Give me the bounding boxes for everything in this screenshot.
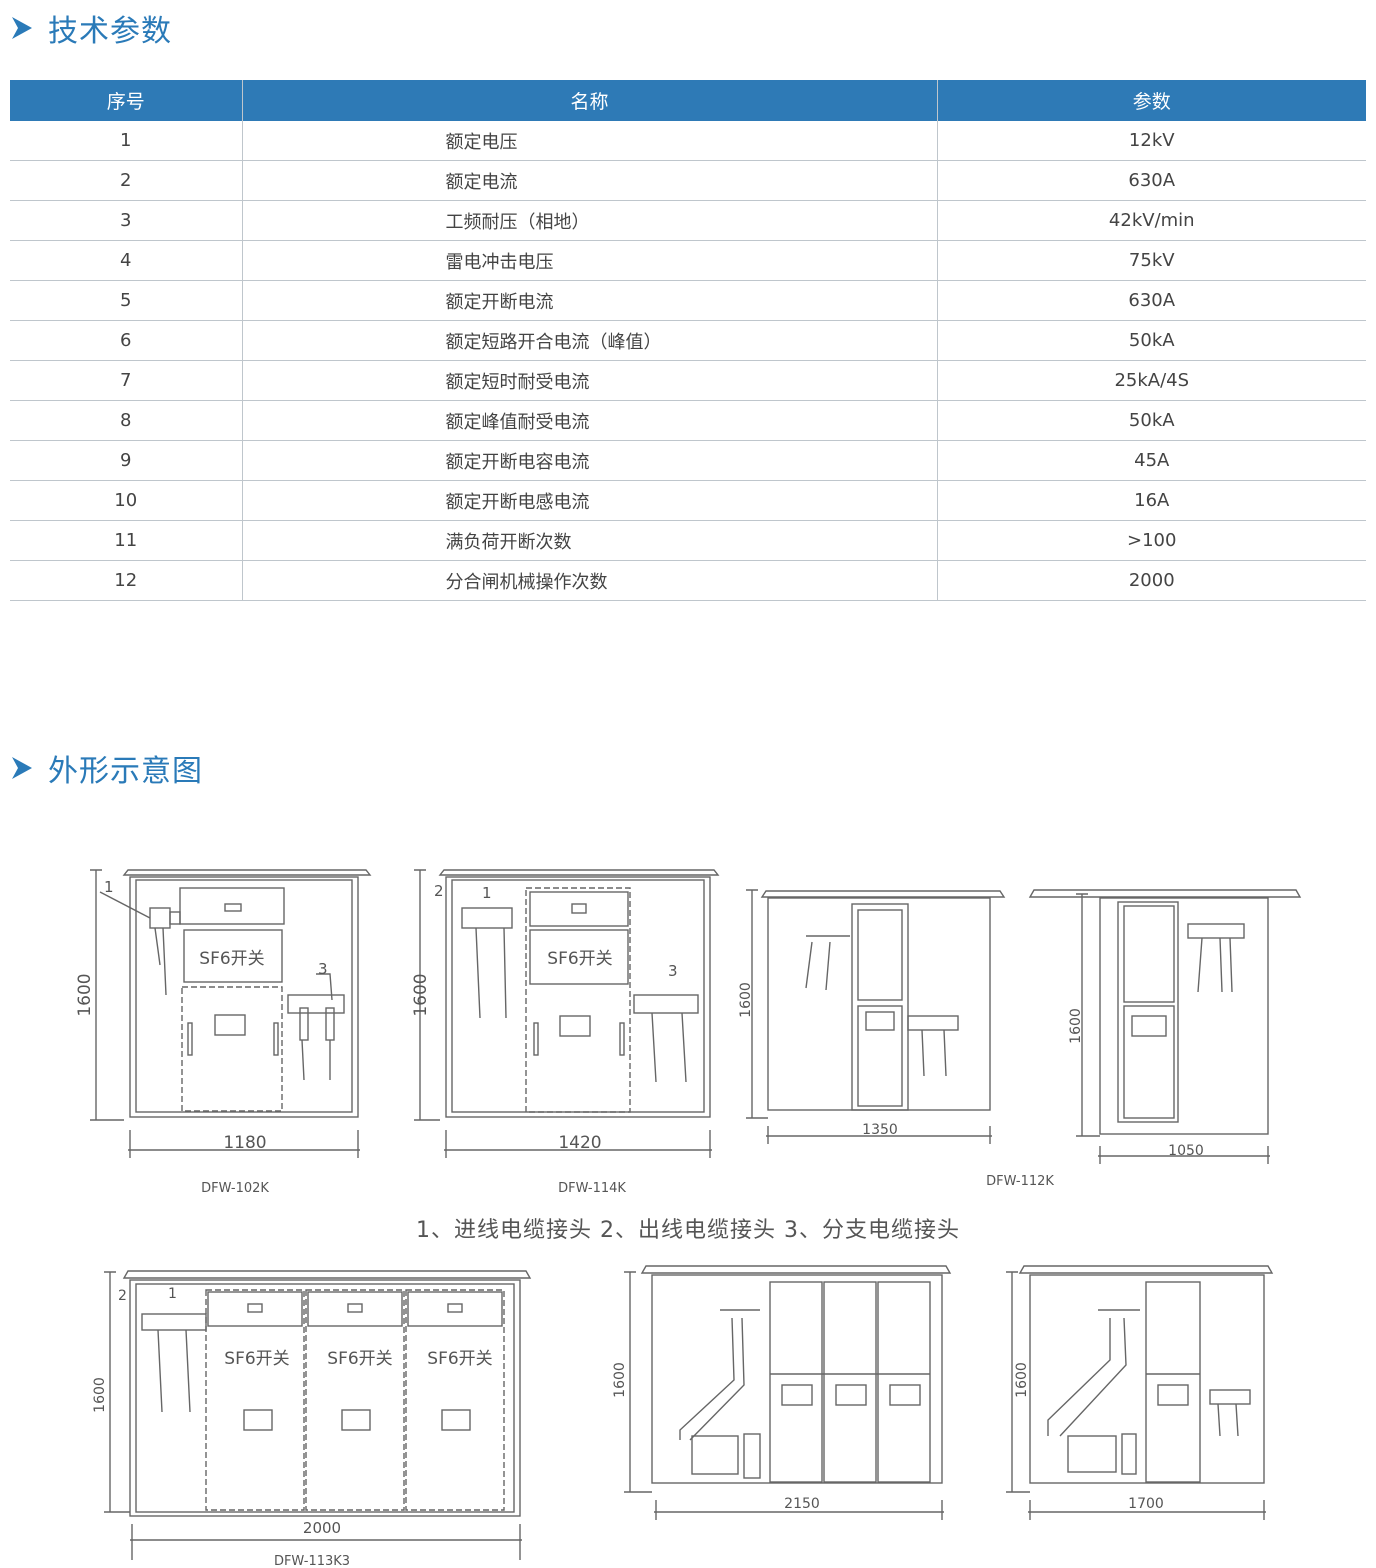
parameter-name: 额定电压 — [242, 121, 938, 161]
parameter-name: 满负荷开断次数 — [242, 520, 938, 561]
section-title: 技术参数 — [48, 14, 172, 49]
parameter-name: 额定峰值耐受电流 — [242, 400, 938, 441]
column-header: 参数 — [937, 80, 1366, 121]
parameter-value: 630A — [937, 280, 1366, 321]
switch-label: SF6开关 — [427, 1349, 492, 1369]
height-dimension: 1600 — [411, 973, 431, 1016]
row-index: 10 — [10, 480, 243, 521]
width-dimension: 1700 — [1128, 1496, 1164, 1512]
drawing-2150 — [624, 1265, 952, 1520]
row-index: 1 — [10, 121, 243, 161]
parameter-name: 雷电冲击电压 — [242, 240, 938, 281]
width-dimension: 1420 — [558, 1133, 601, 1153]
parameter-value: 50kA — [937, 320, 1366, 361]
parameter-value: 50kA — [937, 400, 1366, 441]
parameter-name: 额定开断电感电流 — [242, 480, 938, 521]
height-dimension: 1600 — [738, 982, 754, 1018]
parameter-value: 630A — [937, 160, 1366, 201]
model-label: DFW-102K — [201, 1181, 269, 1196]
height-dimension: 1600 — [1014, 1362, 1030, 1398]
row-index: 5 — [10, 280, 243, 321]
section-title: 外形示意图 — [48, 754, 203, 789]
parameter-name: 额定电流 — [242, 160, 938, 201]
height-dimension: 1600 — [612, 1362, 628, 1398]
callout-number: 2 — [434, 882, 444, 900]
drawing-dfw-102k — [90, 869, 372, 1158]
parameter-name: 额定短路开合电流（峰值） — [242, 320, 938, 361]
parameter-name: 额定开断电容电流 — [242, 440, 938, 481]
parameter-name: 额定短时耐受电流 — [242, 360, 938, 401]
table-header-row: 序号 名称 参数 — [10, 80, 1366, 121]
chevron-right-icon — [12, 757, 32, 779]
model-label: DFW-114K — [558, 1181, 626, 1196]
parameter-value: 12kV — [937, 121, 1366, 161]
column-header: 序号 — [10, 80, 243, 121]
row-index: 8 — [10, 400, 243, 441]
width-dimension: 1180 — [223, 1133, 266, 1153]
callout-number: 3 — [318, 960, 328, 978]
callout-number: 1 — [168, 1286, 177, 1302]
parameter-name: 额定开断电流 — [242, 280, 938, 321]
drawing-1700 — [1006, 1265, 1274, 1520]
row-index: 6 — [10, 320, 243, 361]
height-dimension: 1600 — [75, 973, 95, 1016]
height-dimension: 1600 — [1068, 1008, 1084, 1044]
parameter-name: 分合闸机械操作次数 — [242, 560, 938, 601]
drawing-dfw-113k3 — [104, 1270, 532, 1560]
height-dimension: 1600 — [92, 1377, 108, 1413]
parameter-value: >100 — [937, 520, 1366, 561]
width-dimension: 1350 — [862, 1122, 898, 1138]
parameter-value: 75kV — [937, 240, 1366, 281]
parameter-value: 45A — [937, 440, 1366, 481]
model-label: DFW-112K — [986, 1174, 1054, 1189]
column-header: 名称 — [242, 80, 938, 121]
parameter-value: 16A — [937, 480, 1366, 521]
section-header-specs: 技术参数 — [8, 6, 172, 50]
drawing-dfw-114k — [414, 869, 720, 1158]
row-index: 4 — [10, 240, 243, 281]
parameter-value: 25kA/4S — [937, 360, 1366, 401]
row-index: 12 — [10, 560, 243, 601]
row-index: 7 — [10, 360, 243, 401]
parameter-value: 42kV/min — [937, 200, 1366, 241]
section-header-drawings: 外形示意图 — [8, 746, 203, 790]
parameter-name: 工频耐压（相地） — [242, 200, 938, 241]
drawing-dfw-112k-b — [1028, 889, 1302, 1164]
width-dimension: 2150 — [784, 1496, 820, 1512]
row-index: 9 — [10, 440, 243, 481]
callout-number: 2 — [118, 1288, 127, 1304]
row-index: 2 — [10, 160, 243, 201]
switch-label: SF6开关 — [224, 1349, 289, 1369]
row-index: 11 — [10, 520, 243, 561]
width-dimension: 1050 — [1168, 1143, 1204, 1159]
switch-label: SF6开关 — [327, 1349, 392, 1369]
switch-label: SF6开关 — [199, 949, 264, 969]
callout-number: 1 — [482, 884, 492, 902]
switch-label: SF6开关 — [547, 949, 612, 969]
drawing-dfw-112k-a — [746, 889, 1006, 1144]
outline-drawings: 1600 SF6开关 1180 DFW-102K 1 3 1600 SF6开关 … — [75, 869, 1302, 1568]
chevron-right-icon — [12, 17, 32, 39]
parameter-value: 2000 — [937, 560, 1366, 601]
callout-number: 1 — [104, 878, 114, 896]
model-label: DFW-113K3 — [274, 1554, 350, 1568]
row-index: 3 — [10, 200, 243, 241]
callout-number: 3 — [668, 962, 678, 980]
callout-legend: 1、进线电缆接头 2、出线电缆接头 3、分支电缆接头 — [416, 1218, 960, 1243]
width-dimension: 2000 — [303, 1519, 341, 1537]
